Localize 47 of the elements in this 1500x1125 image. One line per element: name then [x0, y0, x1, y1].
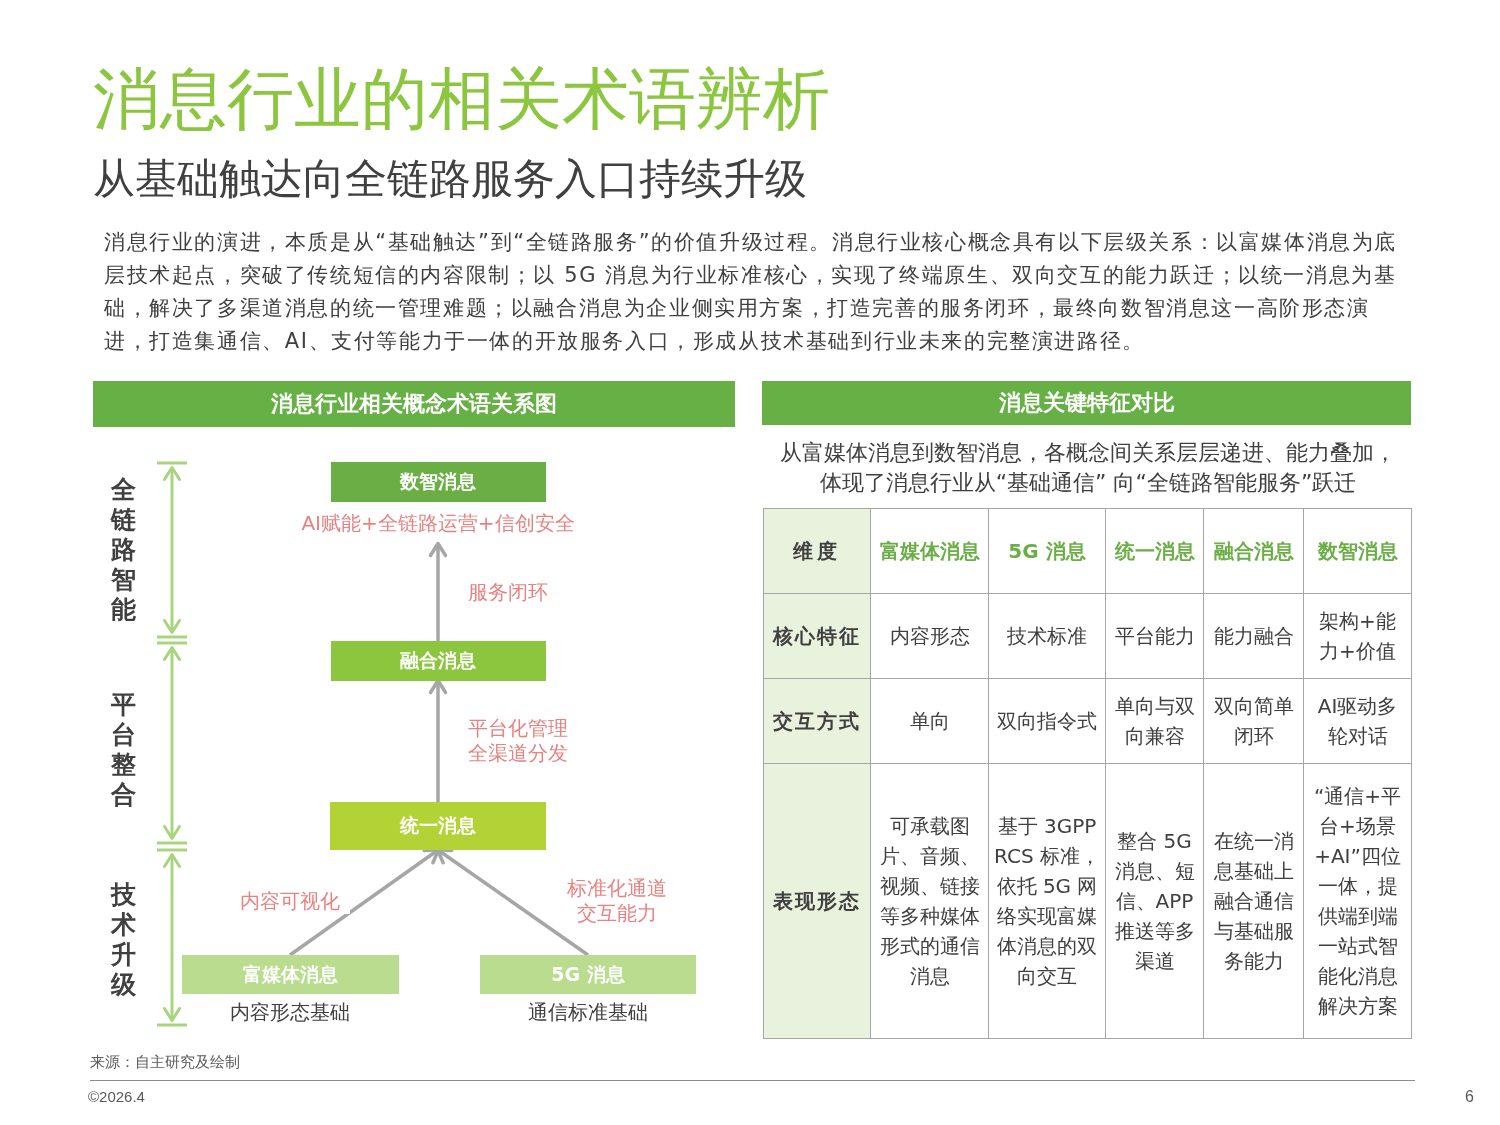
- data-cell: 双向简单闭环: [1203, 678, 1304, 764]
- row-header-cell: 交互方式: [763, 678, 871, 764]
- tier-label: 平台整合: [109, 690, 137, 810]
- concept-box: 统一消息: [330, 802, 546, 850]
- table-caption: 从富媒体消息到数智消息，各概念间关系层层递进、能力叠加，体现了消息行业从“基础通信” 向“全链路智能服务”跃迁: [779, 439, 1397, 497]
- data-cell: 技术标准: [988, 593, 1106, 679]
- page-title: 消息行业的相关术语辨析: [93, 59, 830, 140]
- concept-box: 富媒体消息: [181, 955, 399, 994]
- edge-label: 内容可视化: [240, 889, 350, 914]
- data-cell: “通信+平台+场景+AI”四位一体，提供端到端一站式智能化消息解决方案: [1303, 763, 1412, 1039]
- column-header-cell: 统一消息: [1105, 508, 1204, 594]
- row-header-cell: 表现形态: [763, 763, 871, 1039]
- column-header-cell: 数智消息: [1303, 508, 1412, 594]
- data-cell: 在统一消息基础上融合通信与基础服务能力: [1203, 763, 1304, 1039]
- column-header-cell: 富媒体消息: [870, 508, 989, 594]
- page-number: 6: [1465, 1087, 1474, 1107]
- box-caption: 内容形态基础: [230, 999, 350, 1026]
- data-cell: 双向指令式: [988, 678, 1106, 764]
- tier-label: 技术升级: [109, 880, 137, 1000]
- concept-box: 数智消息: [330, 462, 546, 502]
- corner-header-cell: 维度: [763, 508, 871, 594]
- intro-paragraph: 消息行业的演进，本质是从“基础触达”到“全链路服务”的价值升级过程。消息行业核心概念具有以下层级关系：以富媒体消息为底层技术起点，突破了传统短信的内容限制；以 5G 消息为行业标准核心，实现了终端原生、双向交互的能力跃迁；以统一消息为基础，解决了多渠道消息的统一管理难题；以融合消息为企业侧实用方案，打造完善的服务闭环，最终向数智消息这一高阶形态演进，打造集通信、AI、支付等能力于一体的开放服务入口，形成从技术基础到行业未来的完整演进路径。: [104, 229, 1398, 355]
- page-subtitle: 从基础触达向全链路服务入口持续升级: [93, 153, 807, 205]
- column-header-cell: 5G 消息: [988, 508, 1106, 594]
- source-note: 来源：自主研究及绘制: [90, 1052, 240, 1072]
- data-cell: 单向与双向兼容: [1105, 678, 1204, 764]
- section-header-band: 消息行业相关概念术语关系图: [93, 381, 735, 427]
- data-cell: 平台能力: [1105, 593, 1204, 679]
- concept-box: 5G 消息: [480, 955, 696, 994]
- data-cell: 能力融合: [1203, 593, 1304, 679]
- data-cell: 单向: [870, 678, 989, 764]
- data-cell: AI驱动多轮对话: [1303, 678, 1412, 764]
- column-header-cell: 融合消息: [1203, 508, 1304, 594]
- box-caption: 通信标准基础: [528, 999, 648, 1026]
- copyright-text: ©2026.4: [88, 1087, 145, 1107]
- data-cell: 基于 3GPP RCS 标准，依托 5G 网络实现富媒体消息的双向交互: [988, 763, 1106, 1039]
- edge-label: 标准化通道交互能力: [565, 876, 669, 926]
- concept-box: 融合消息: [330, 641, 546, 681]
- row-header-cell: 核心特征: [763, 593, 871, 679]
- box-caption: AI赋能+全链路运营+信创安全: [301, 510, 575, 537]
- arrow: [428, 541, 448, 641]
- tier-label: 全链路智能: [109, 475, 137, 625]
- data-cell: 内容形态: [870, 593, 989, 679]
- section-header-band: 消息关键特征对比: [762, 381, 1411, 425]
- data-cell: 架构+能力+价值: [1303, 593, 1412, 679]
- data-cell: 整合 5G 消息、短信、APP 推送等多渠道: [1105, 763, 1204, 1039]
- data-cell: 可承载图片、音频、视频、链接等多种媒体形式的通信消息: [870, 763, 989, 1039]
